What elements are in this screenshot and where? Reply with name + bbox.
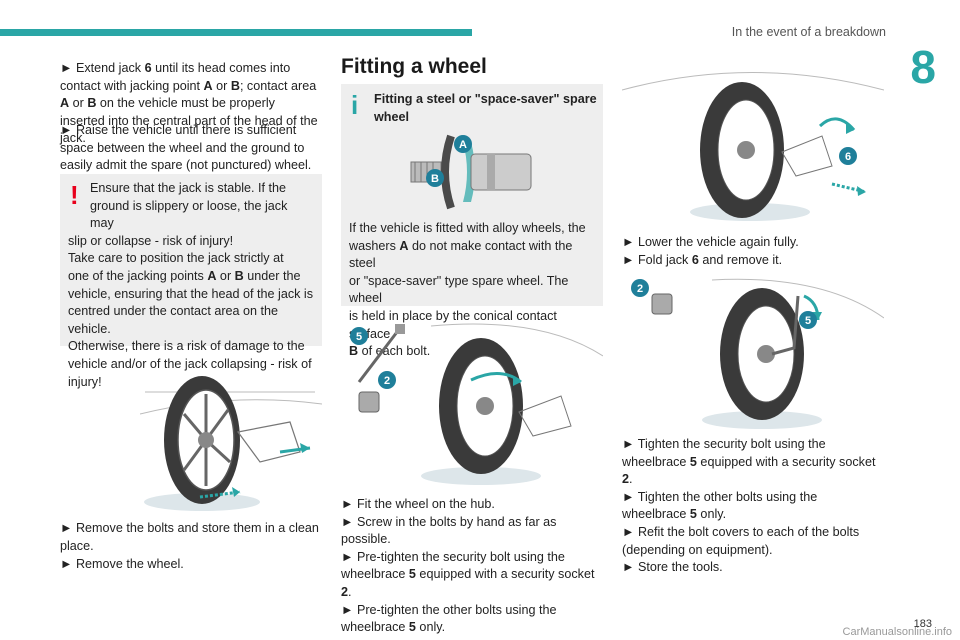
- warning-line: centred under the contact area on the ve…: [68, 304, 279, 336]
- info-line: or "space-saver" type spare wheel. The w…: [349, 273, 569, 306]
- label-b: B: [431, 173, 439, 185]
- col1-para4: ► Remove the wheel.: [60, 557, 184, 571]
- label-2: 2: [384, 375, 390, 387]
- col3-lower: ► Lower the vehicle again fully. ► Fold …: [622, 234, 884, 269]
- col1-para2: ► Raise the vehicle until there is suffi…: [60, 123, 312, 173]
- col3-tighten: ► Tighten the security bolt using the wh…: [622, 436, 884, 577]
- info-title: Fitting a steel or "space-saver" spare: [374, 92, 597, 106]
- step-line: ► Tighten the security bolt using the: [622, 437, 826, 451]
- lower-vehicle-illustration: 6: [622, 72, 884, 221]
- warning-line: injury!: [68, 374, 102, 389]
- label-a: A: [459, 139, 467, 151]
- warning-line: Take care to position the jack strictly …: [68, 251, 284, 266]
- info-box: i Fitting a steel or "space-saver" spare…: [341, 84, 603, 358]
- warning-icon: !: [70, 180, 79, 210]
- warning-line: slip or collapse - risk of injury!: [68, 233, 234, 248]
- col2-steps: ► Fit the wheel on the hub. ► Screw in t…: [341, 496, 603, 637]
- header-bar: [0, 29, 472, 36]
- warning-line: ground is slippery or loose, the jack ma…: [90, 198, 288, 231]
- label-2: 2: [637, 283, 643, 295]
- step-line: wheelbrace 5 equipped with a security so…: [341, 567, 595, 599]
- step-line: ► Pre-tighten the security bolt using th…: [341, 549, 565, 564]
- step-line: ► Pre-tighten the other bolts using the: [341, 602, 557, 617]
- warning-line: vehicle, ensuring that the head of the j…: [68, 286, 314, 301]
- step-line: ► Store the tools.: [622, 560, 723, 575]
- section-title: In the event of a breakdown: [731, 25, 886, 39]
- section-heading: Fitting a wheel: [341, 55, 487, 78]
- fit-wheel-illustration: 5 2: [350, 323, 603, 485]
- warning-line: vehicle and/or of the jack collapsing - …: [68, 356, 312, 371]
- tighten-bolts-illustration: 2 5: [631, 278, 884, 429]
- step-line: ► Lower the vehicle again fully.: [622, 235, 799, 249]
- info-line: If the vehicle is fitted with alloy whee…: [349, 221, 586, 235]
- label-5: 5: [805, 315, 811, 327]
- step-line: ► Screw in the bolts by hand as far as p…: [341, 514, 557, 547]
- info-icon: i: [351, 90, 359, 120]
- col1-para1: ► Extend jack 6 until its head comes int…: [60, 61, 318, 146]
- warning-box: ! Ensure that the jack is stable. If the…: [60, 174, 322, 389]
- warning-line: one of the jacking points A or B under t…: [68, 268, 301, 283]
- page-number: 183: [913, 618, 932, 630]
- chapter-number: 8: [910, 41, 936, 93]
- step-line: ► Fold jack 6 and remove it.: [622, 252, 783, 267]
- step-line: ► Refit the bolt covers to each of the b…: [622, 524, 860, 539]
- step-line: (depending on equipment).: [622, 542, 773, 557]
- step-line: wheelbrace 5 only.: [622, 507, 727, 522]
- warning-line: Otherwise, there is a risk of damage to …: [68, 339, 305, 354]
- label-5: 5: [356, 331, 362, 343]
- step-line: wheelbrace 5 only.: [341, 620, 446, 635]
- remove-wheel-illustration: [140, 376, 322, 511]
- step-line: ► Fit the wheel on the hub.: [341, 497, 495, 511]
- watermark: CarManualsonline.info: [842, 626, 952, 638]
- step-line: ► Tighten the other bolts using the: [622, 489, 818, 504]
- bolt-washer-illustration: A B: [410, 134, 532, 210]
- info-line: washers A do not make contact with the s…: [349, 238, 573, 271]
- label-6: 6: [845, 151, 851, 163]
- info-title: wheel: [374, 109, 409, 124]
- warning-line: Ensure that the jack is stable. If the: [90, 181, 287, 195]
- step-line: wheelbrace 5 equipped with a security so…: [622, 454, 876, 487]
- col1-para3: ► Remove the bolts and store them in a c…: [60, 521, 319, 553]
